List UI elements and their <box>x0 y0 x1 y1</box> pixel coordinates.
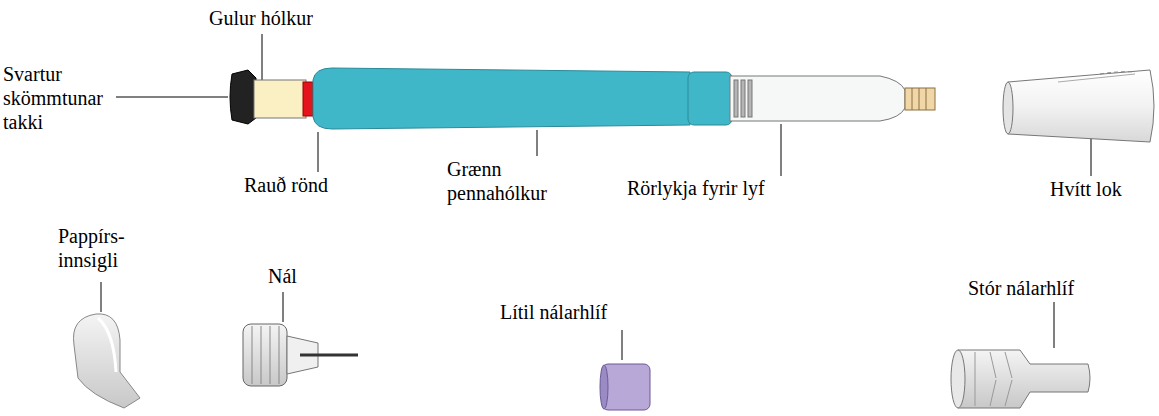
part-label: Grænn pennahólkur <box>447 157 567 205</box>
large-needle-shield <box>951 350 1090 408</box>
part-label: Svartur skömmtunar takki <box>3 62 115 134</box>
pen <box>230 68 935 129</box>
part-label: Stór nálarhlíf <box>968 276 1128 300</box>
part-label: Gulur hólkur <box>209 6 349 30</box>
part-label: Nál <box>268 264 328 288</box>
leader-lines <box>101 34 1091 360</box>
part-label: Lítil nálarhlíf <box>500 300 660 324</box>
part-label: Rörlykja fyrir lyf <box>627 176 827 200</box>
paper-seal <box>73 314 140 408</box>
small-needle-shield <box>600 364 650 410</box>
white-cap <box>1003 70 1154 142</box>
part-label: Rauð rönd <box>244 173 354 197</box>
needle <box>243 324 358 386</box>
part-label: Pappírs- innsigli <box>58 224 140 272</box>
part-label: Hvítt lok <box>1050 177 1150 201</box>
